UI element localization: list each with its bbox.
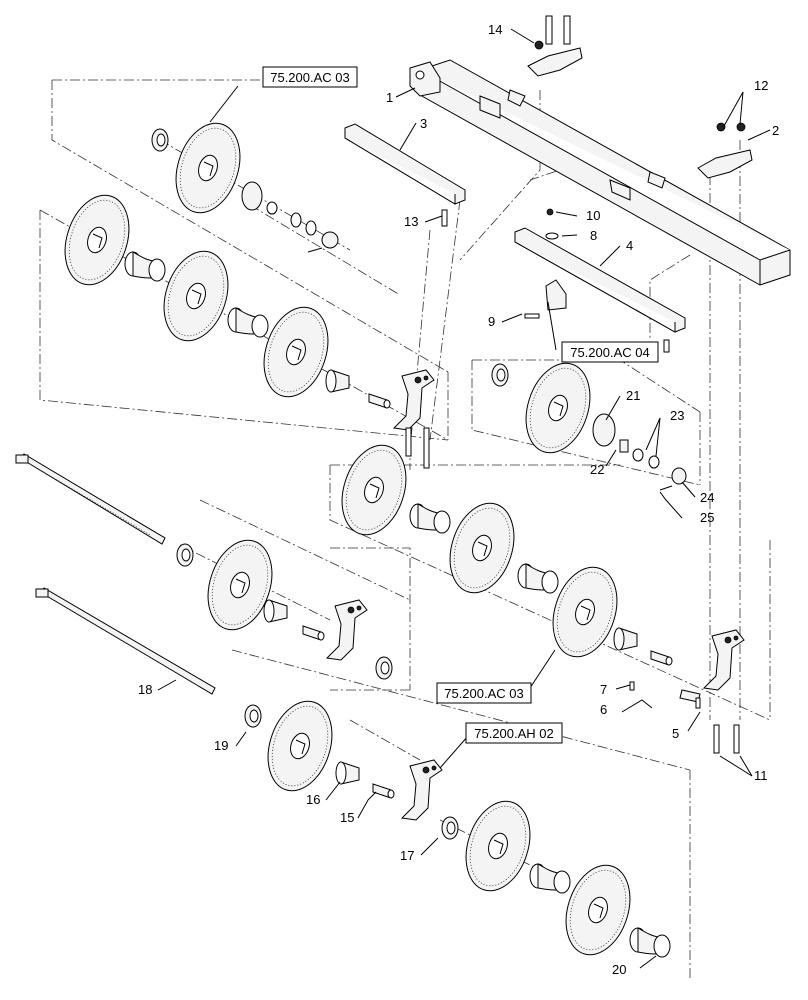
callout-10: 10 (586, 208, 600, 223)
callout-16: 16 (306, 792, 320, 807)
callout-4: 4 (626, 238, 633, 253)
callout-12: 12 (754, 78, 768, 93)
small-hardware (441, 208, 670, 353)
callout-3: 3 (420, 116, 427, 131)
callout-17: 17 (400, 848, 414, 863)
main-frame (409, 59, 791, 286)
callout-7: 7 (600, 682, 607, 697)
rail-3 (344, 123, 466, 205)
callout-6: 6 (600, 702, 607, 717)
gang-top-left (151, 114, 339, 253)
gang-right-top (491, 354, 687, 491)
rail-4 (514, 227, 686, 333)
gang-bottom (35, 587, 671, 964)
callout-8: 8 (590, 228, 597, 243)
callout-13: 13 (404, 214, 418, 229)
callout-1: 1 (386, 90, 393, 105)
callout-19: 19 (214, 738, 228, 753)
callout-20: 20 (612, 962, 626, 977)
reference-label: 75.200.AC 04 (570, 345, 650, 360)
callout-21: 21 (626, 388, 640, 403)
reference-box-ac03-center[interactable]: 75.200.AC 03 (436, 682, 532, 704)
clamp-14 (527, 15, 583, 77)
callout-23: 23 (670, 408, 684, 423)
leader-lines (157, 28, 771, 969)
callout-25: 25 (700, 510, 714, 525)
callout-labels: 1 2 3 4 5 6 7 8 9 10 11 12 13 14 15 16 1… (138, 22, 779, 977)
reference-box-ac04[interactable]: 75.200.AC 04 (561, 341, 659, 363)
reference-box-ah02[interactable]: 75.200.AH 02 (465, 722, 563, 744)
gang-center (330, 436, 745, 754)
reference-label: 75.200.AC 03 (270, 70, 350, 85)
reference-box-ac03-top[interactable]: 75.200.AC 03 (262, 66, 358, 88)
reference-label: 75.200.AC 03 (444, 686, 524, 701)
callout-14: 14 (488, 22, 502, 37)
callout-22: 22 (590, 462, 604, 477)
callout-15: 15 (340, 810, 354, 825)
reference-label: 75.200.AH 02 (474, 726, 554, 741)
gang-middle-left (53, 186, 435, 469)
callout-9: 9 (488, 314, 495, 329)
callout-11: 11 (754, 768, 768, 783)
callout-2: 2 (772, 123, 779, 138)
callout-24: 24 (700, 490, 714, 505)
callout-18: 18 (138, 682, 152, 697)
gang-lower-left (15, 453, 393, 680)
clamp-2 (697, 122, 753, 179)
callout-5: 5 (672, 726, 679, 741)
